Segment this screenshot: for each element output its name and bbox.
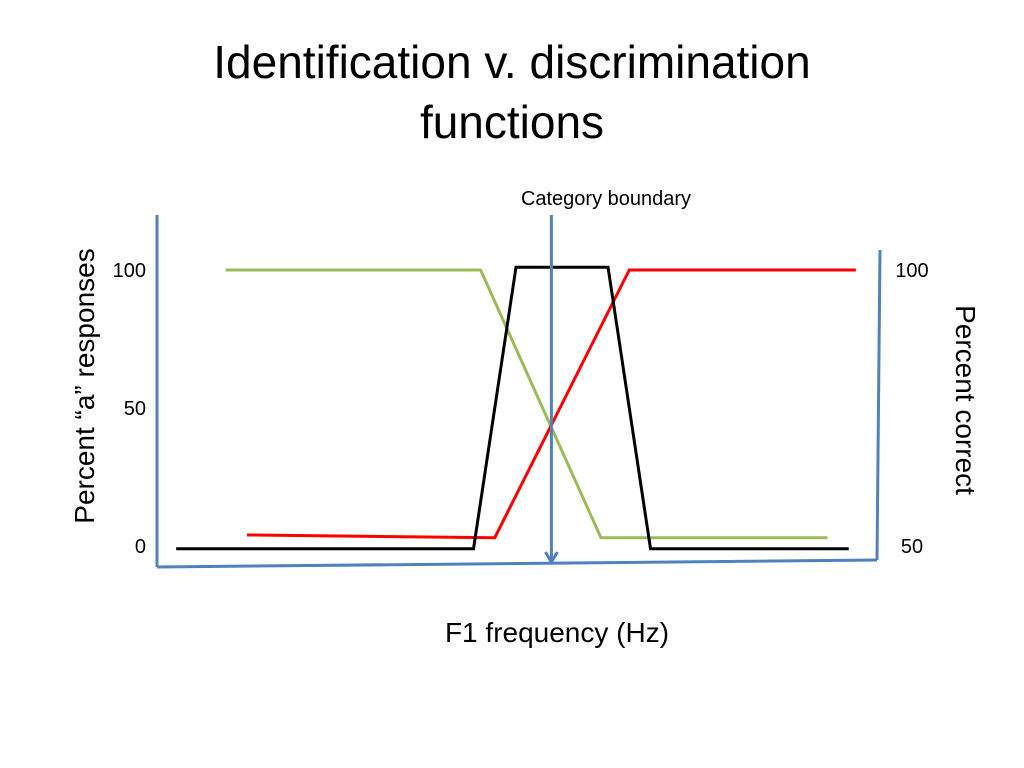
title-line-2: functions [419, 96, 605, 148]
right-y-axis [875, 249, 882, 561]
series-line-2 [246, 268, 856, 540]
x-axis-label: F1 frequency (Hz) [445, 617, 669, 648]
right-tick-50: 50 [901, 536, 923, 558]
right-tick-100: 100 [895, 260, 928, 282]
x-axis [156, 558, 878, 569]
boundary-layer [544, 215, 559, 565]
title-line-1: Identification v. discrimination [213, 36, 811, 88]
category-boundary-label: Category boundary [521, 188, 691, 210]
left-tick-50: 50 [124, 398, 146, 420]
axes-layer [155, 215, 882, 569]
left-tick-0: 0 [135, 536, 146, 558]
left-tick-labels: 100 50 0 [113, 260, 146, 558]
right-y-axis-label: Percent correct [950, 305, 981, 495]
left-y-axis-label: Percent “a” responses [69, 248, 100, 523]
left-tick-100: 100 [113, 260, 146, 282]
category-boundary-arrowhead [544, 551, 559, 565]
series-layer [176, 265, 856, 551]
series-line-1 [225, 268, 828, 540]
page-title: Identification v. discrimination functio… [112, 32, 912, 152]
series-line-3 [176, 265, 849, 551]
right-tick-labels: 100 50 [895, 260, 928, 558]
